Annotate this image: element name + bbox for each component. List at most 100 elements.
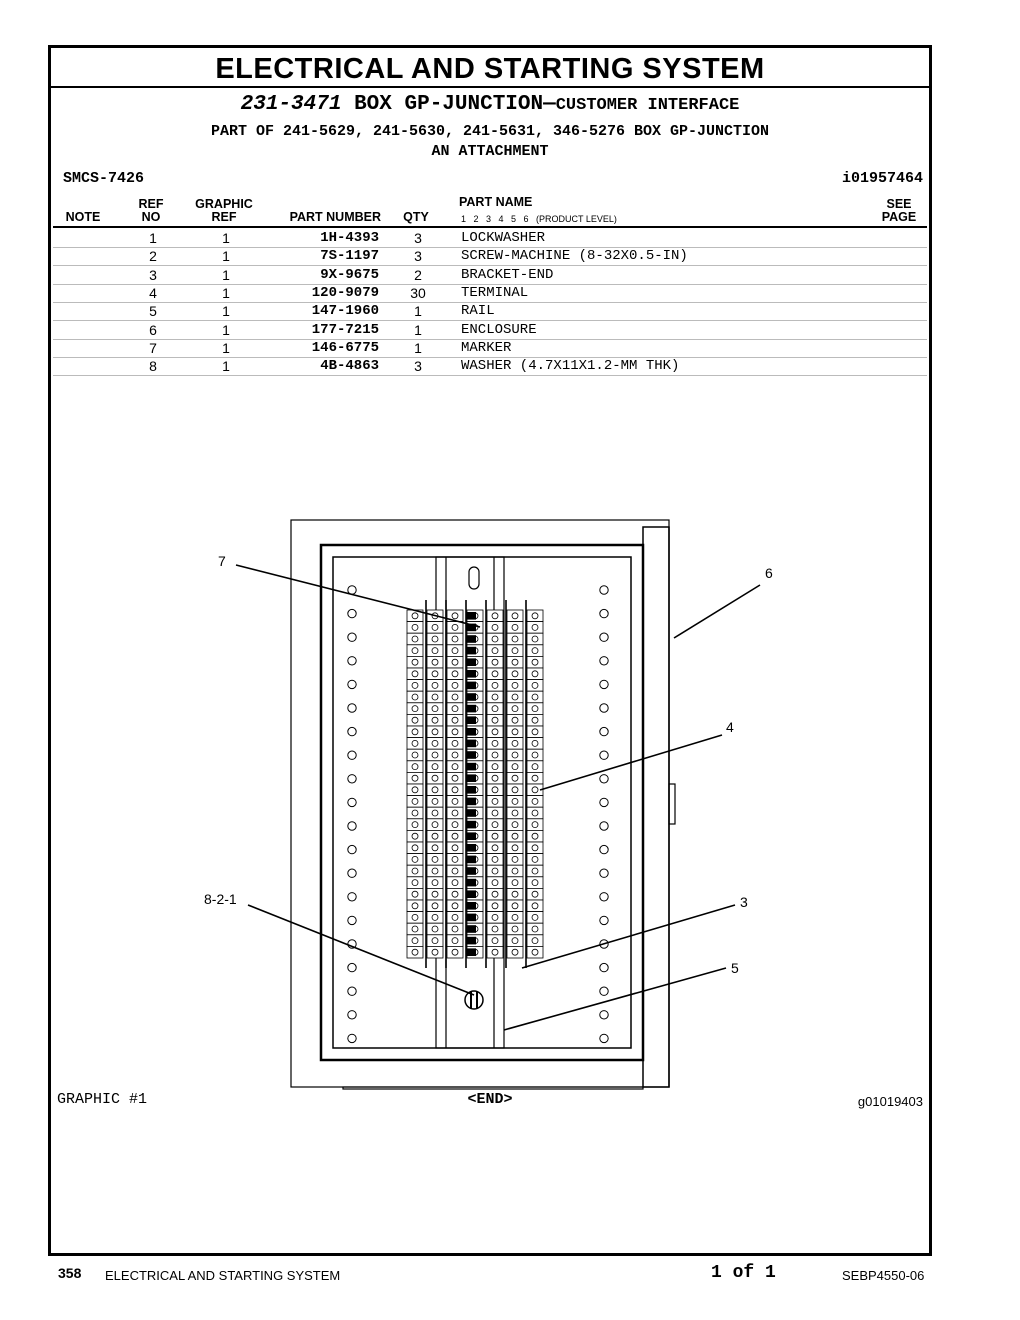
terminal-block xyxy=(406,760,544,773)
cell-part-name: ENCLOSURE xyxy=(461,321,537,338)
terminal-block xyxy=(406,934,544,947)
footer-page-of: 1 of 1 xyxy=(711,1263,776,1283)
cell-ref-no: 6 xyxy=(149,321,157,338)
table-row: 2 1 7S-1197 3 SCREW-MACHINE (8-32X0.5-IN) xyxy=(53,247,927,267)
cell-part-name: WASHER (4.7X11X1.2-MM THK) xyxy=(461,358,680,375)
cell-qty: 3 xyxy=(414,358,422,375)
footer-page-number: 358 xyxy=(58,1265,82,1281)
terminal-block xyxy=(406,830,544,843)
terminal-block xyxy=(406,783,544,797)
terminal-block xyxy=(406,748,544,762)
cell-part-name: LOCKWASHER xyxy=(461,230,546,246)
cell-graphic-ref: 1 xyxy=(222,303,230,320)
attachment-line: AN ATTACHMENT xyxy=(431,143,549,160)
terminal-block xyxy=(406,888,544,901)
header-product-levels: 1 2 3 4 5 6 (PRODUCT LEVEL) xyxy=(461,214,617,224)
terminal-block xyxy=(406,841,544,855)
terminal-block xyxy=(406,656,544,669)
cell-graphic-ref: 1 xyxy=(222,266,230,283)
terminal-block xyxy=(406,818,544,831)
part-header: 231-3471 BOX GP-JUNCTION—CUSTOMER INTERF… xyxy=(51,93,929,116)
cell-graphic-ref: 1 xyxy=(222,358,230,375)
callout-4: 4 xyxy=(726,719,734,735)
part-header-suffix: CUSTOMER INTERFACE xyxy=(555,96,740,115)
terminal-block xyxy=(406,772,544,785)
terminal-block-stack xyxy=(406,600,544,968)
cell-graphic-ref: 1 xyxy=(222,321,230,338)
callout-6: 6 xyxy=(765,565,773,581)
callout-5: 5 xyxy=(731,960,739,976)
callout-3: 3 xyxy=(740,894,748,910)
cell-graphic-ref: 1 xyxy=(222,230,230,246)
header-see-bottom: PAGE xyxy=(881,210,917,224)
part-header-number: 231-3471 xyxy=(240,93,342,116)
cell-ref-no: 8 xyxy=(149,358,157,375)
cell-part-number: 7S-1197 xyxy=(320,248,379,265)
part-header-dash: — xyxy=(543,93,556,116)
cell-qty: 30 xyxy=(410,284,426,301)
cell-graphic-ref: 1 xyxy=(222,248,230,265)
terminal-block xyxy=(406,737,544,750)
section-title: ELECTRICAL AND STARTING SYSTEM xyxy=(51,52,929,88)
cell-qty: 1 xyxy=(414,321,422,338)
cell-part-name: TERMINAL xyxy=(461,284,529,301)
cell-part-name: MARKER xyxy=(461,339,512,356)
graphic-id: g01019403 xyxy=(857,1094,923,1109)
cell-ref-no: 2 xyxy=(149,248,157,265)
callout-8-2-1: 8-2-1 xyxy=(204,891,237,907)
cell-qty: 1 xyxy=(414,303,422,320)
terminal-block xyxy=(406,806,544,820)
graphic-end-marker: <END> xyxy=(467,1091,513,1108)
mounting-holes xyxy=(347,585,609,1044)
part-header-name: BOX GP-JUNCTION xyxy=(354,93,544,116)
cell-ref-no: 4 xyxy=(149,284,157,301)
header-rule xyxy=(53,226,927,228)
terminal-block xyxy=(406,899,544,913)
terminal-block xyxy=(406,667,544,681)
cell-qty: 3 xyxy=(414,230,422,246)
cell-part-number: 146-6775 xyxy=(311,339,379,356)
footer-title: ELECTRICAL AND STARTING SYSTEM xyxy=(105,1268,341,1283)
cell-ref-no: 1 xyxy=(149,230,157,246)
header-graphic-top: GRAPHIC xyxy=(195,197,253,211)
smcs-code: SMCS-7426 xyxy=(63,170,145,187)
cell-part-number: 4B-4863 xyxy=(320,358,379,375)
terminal-block xyxy=(406,679,544,692)
header-ref-bottom: NO xyxy=(141,210,161,224)
cell-part-number: 147-1960 xyxy=(311,303,379,320)
graphic-label: GRAPHIC #1 xyxy=(57,1091,148,1108)
cell-qty: 3 xyxy=(414,248,422,265)
terminal-block xyxy=(406,644,544,657)
part-of-line: PART OF 241-5629, 241-5630, 241-5631, 34… xyxy=(210,123,770,140)
cell-graphic-ref: 1 xyxy=(222,339,230,356)
terminal-block xyxy=(406,702,544,715)
terminal-block xyxy=(406,632,544,646)
callout-leaders xyxy=(235,564,761,1031)
table-row: 6 1 177-7215 1 ENCLOSURE xyxy=(53,321,927,340)
callout-7: 7 xyxy=(218,553,226,569)
header-see-top: SEE xyxy=(886,197,912,211)
header-graphic-bottom: REF xyxy=(211,210,237,224)
terminal-block xyxy=(406,795,544,808)
cell-qty: 2 xyxy=(414,266,422,283)
footer-doc-id: SEBP4550-06 xyxy=(842,1268,925,1283)
cell-ref-no: 5 xyxy=(149,303,157,320)
cell-part-number: 9X-9675 xyxy=(320,266,379,283)
terminal-block xyxy=(406,725,544,739)
terminal-block xyxy=(406,922,544,936)
terminal-block xyxy=(406,853,544,866)
illustration-id: i01957464 xyxy=(841,170,923,187)
cell-part-name: SCREW-MACHINE (8-32X0.5-IN) xyxy=(461,248,688,265)
cell-graphic-ref: 1 xyxy=(222,284,230,301)
cell-qty: 1 xyxy=(414,339,422,356)
terminal-block xyxy=(406,876,544,889)
cell-part-name: BRACKET-END xyxy=(461,266,554,283)
terminal-block xyxy=(406,621,544,634)
terminal-block xyxy=(406,946,544,959)
cell-part-number: 177-7215 xyxy=(311,321,379,338)
header-part-number: PART NUMBER xyxy=(289,210,381,224)
